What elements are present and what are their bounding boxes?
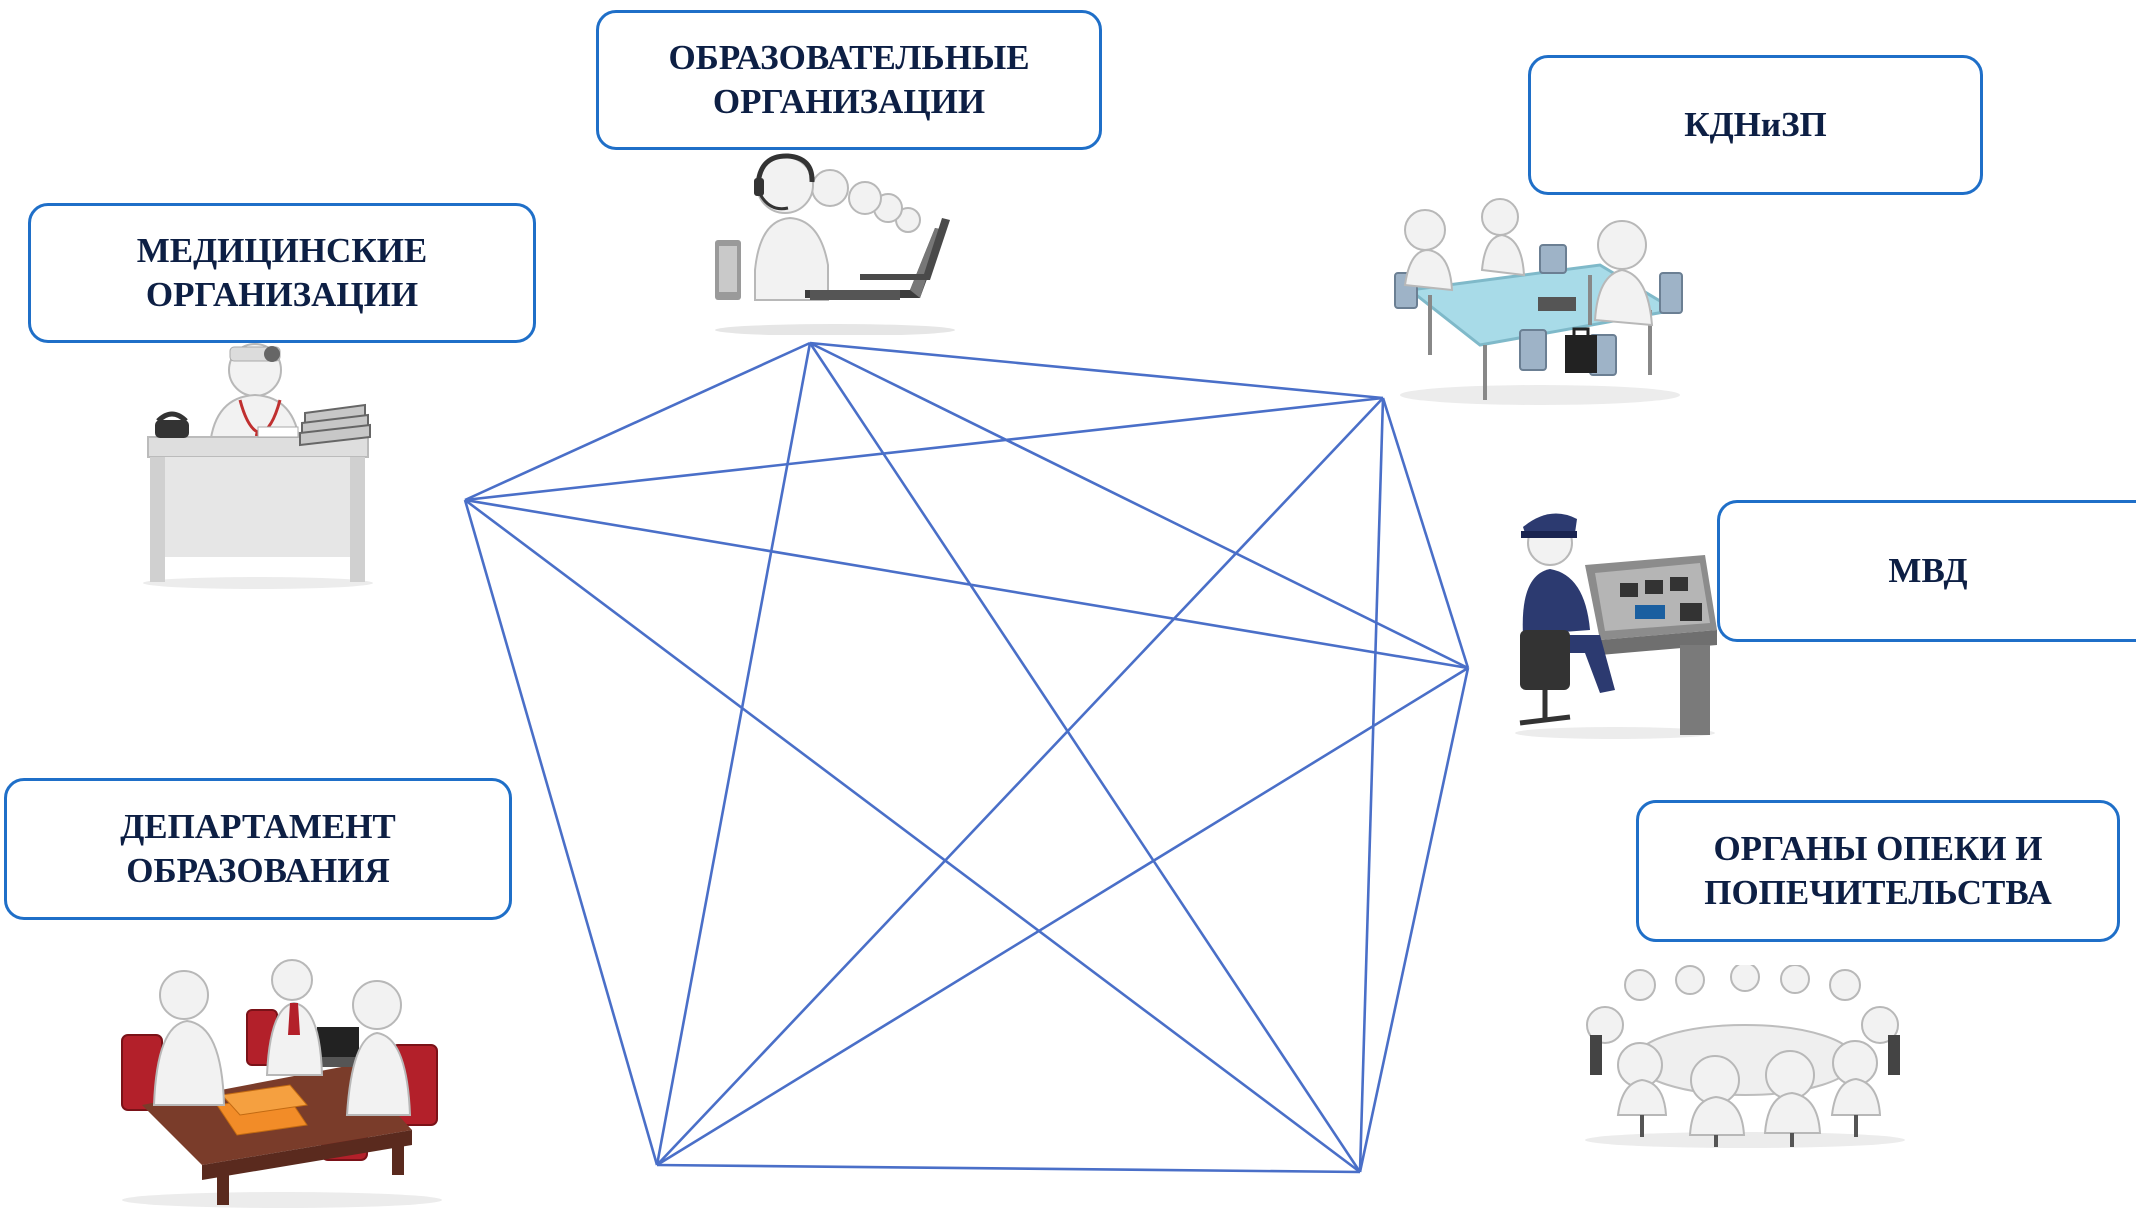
round-table-meeting-icon	[1585, 965, 1905, 1148]
label-line: МВД	[1888, 550, 1968, 590]
meeting-table-icon	[1394, 198, 1683, 405]
connection-line	[464, 498, 1469, 670]
label-line: ПОПЕЧИТЕЛЬСТВА	[1704, 873, 2052, 912]
connection-line	[1358, 397, 1385, 1173]
connection-line	[1358, 667, 1470, 1173]
doctor-desk-icon	[143, 343, 373, 589]
business-meeting-icon	[121, 959, 442, 1208]
label-line: ОРГАНЫ ОПЕКИ И	[1713, 828, 2043, 868]
label-line: ОРГАНИЗАЦИИ	[712, 82, 986, 121]
label-line: МЕДИЦИНСКИЕ	[136, 230, 428, 270]
label-line: ОБРАЗОВАНИЯ	[126, 851, 390, 890]
connection-line	[809, 341, 1469, 670]
connection-line	[463, 499, 659, 1166]
connection-line	[656, 1163, 1361, 1174]
call-center-workers-icon	[715, 153, 955, 335]
label-kdn: КДНиЗП	[1528, 55, 1983, 195]
connection-line	[1381, 397, 1470, 669]
label-medical-organizations: МЕДИЦИНСКИЕ ОРГАНИЗАЦИИ	[28, 203, 536, 343]
label-line: ОБРАЗОВАТЕЛЬНЫЕ	[668, 37, 1030, 77]
label-mvd: МВД	[1717, 500, 2136, 642]
connection-line	[808, 342, 1362, 1173]
connection-line	[655, 342, 812, 1166]
label-guardianship-authorities: ОРГАНЫ ОПЕКИ И ПОПЕЧИТЕЛЬСТВА	[1636, 800, 2120, 942]
police-officer-console-icon	[1515, 513, 1717, 739]
label-line: ДЕПАРТАМЕНТ	[120, 806, 396, 846]
connection-line	[464, 396, 1384, 502]
connection-line	[464, 498, 1361, 1174]
label-line: КДНиЗП	[1684, 104, 1827, 144]
connection-line	[656, 397, 1384, 1166]
label-department-of-education: ДЕПАРТАМЕНТ ОБРАЗОВАНИЯ	[4, 778, 512, 920]
label-educational-organizations: ОБРАЗОВАТЕЛЬНЫЕ ОРГАНИЗАЦИИ	[596, 10, 1102, 150]
connection-line	[809, 341, 1384, 400]
label-line: ОРГАНИЗАЦИИ	[145, 275, 419, 314]
connection-line	[464, 341, 811, 502]
connection-line	[656, 666, 1469, 1167]
